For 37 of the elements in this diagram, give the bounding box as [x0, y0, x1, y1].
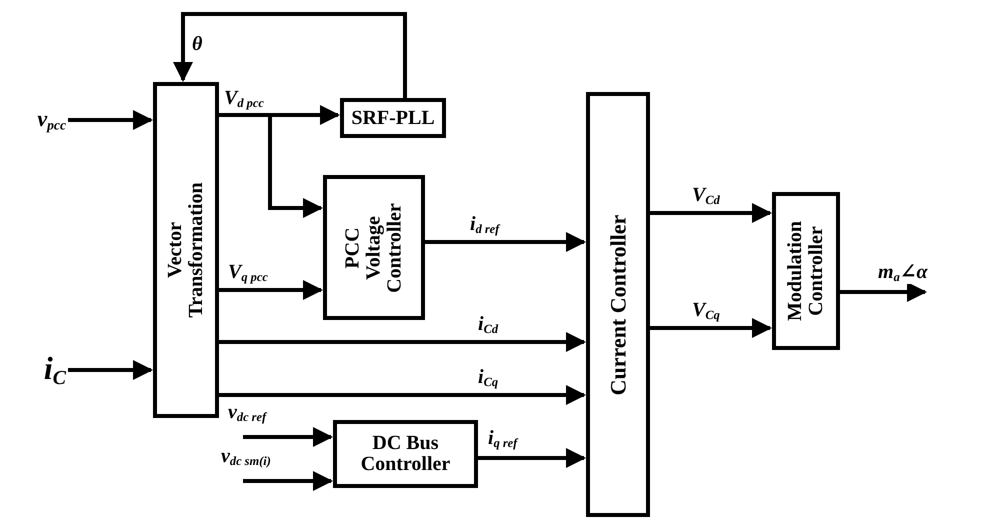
block-label: SRF-PLL	[351, 108, 435, 128]
arrow	[650, 318, 772, 338]
edge-label: i$_{q ref}$	[486, 428, 520, 450]
arrow	[219, 280, 323, 300]
edge-label: V$_{d pcc}$	[222, 88, 266, 110]
arrow	[243, 471, 333, 491]
arrow	[219, 113, 323, 218]
process-box	[323, 175, 425, 320]
arrow	[219, 385, 586, 405]
edge-label: i$_{Cd}$	[476, 314, 500, 336]
block-label: Modulation Controller	[785, 220, 827, 324]
edge-label: V$_{Cq}$	[690, 300, 722, 322]
arrow	[68, 360, 153, 380]
arrow	[425, 232, 586, 252]
arrow	[243, 427, 333, 447]
block-label: DC Bus Controller	[360, 433, 452, 475]
arrow	[219, 332, 586, 352]
process-box	[586, 92, 650, 517]
process-box	[153, 82, 219, 418]
process-box	[340, 98, 446, 138]
block-label: Current Controller	[606, 213, 630, 397]
arrow	[650, 203, 772, 223]
signal-label: i$_{C}$	[44, 352, 66, 388]
block-label: Vector Transformation	[165, 181, 207, 320]
edge-label: m$_{a}$∠α	[876, 262, 930, 284]
edge-label: V$_{q pcc}$	[226, 262, 270, 284]
process-box	[772, 192, 840, 350]
arrow	[68, 110, 153, 130]
arrow	[478, 448, 586, 468]
edge-label: i$_{d ref}$	[468, 214, 502, 236]
signal-label: v$_{pcc}$	[37, 108, 66, 132]
edge-label: i$_{Cq}$	[476, 367, 500, 388]
arrow	[173, 12, 407, 98]
block-label: PCC Voltage Controller	[342, 202, 406, 294]
arrow	[840, 282, 927, 302]
process-box	[333, 420, 478, 488]
edge-label: V$_{Cd}$	[690, 185, 722, 206]
